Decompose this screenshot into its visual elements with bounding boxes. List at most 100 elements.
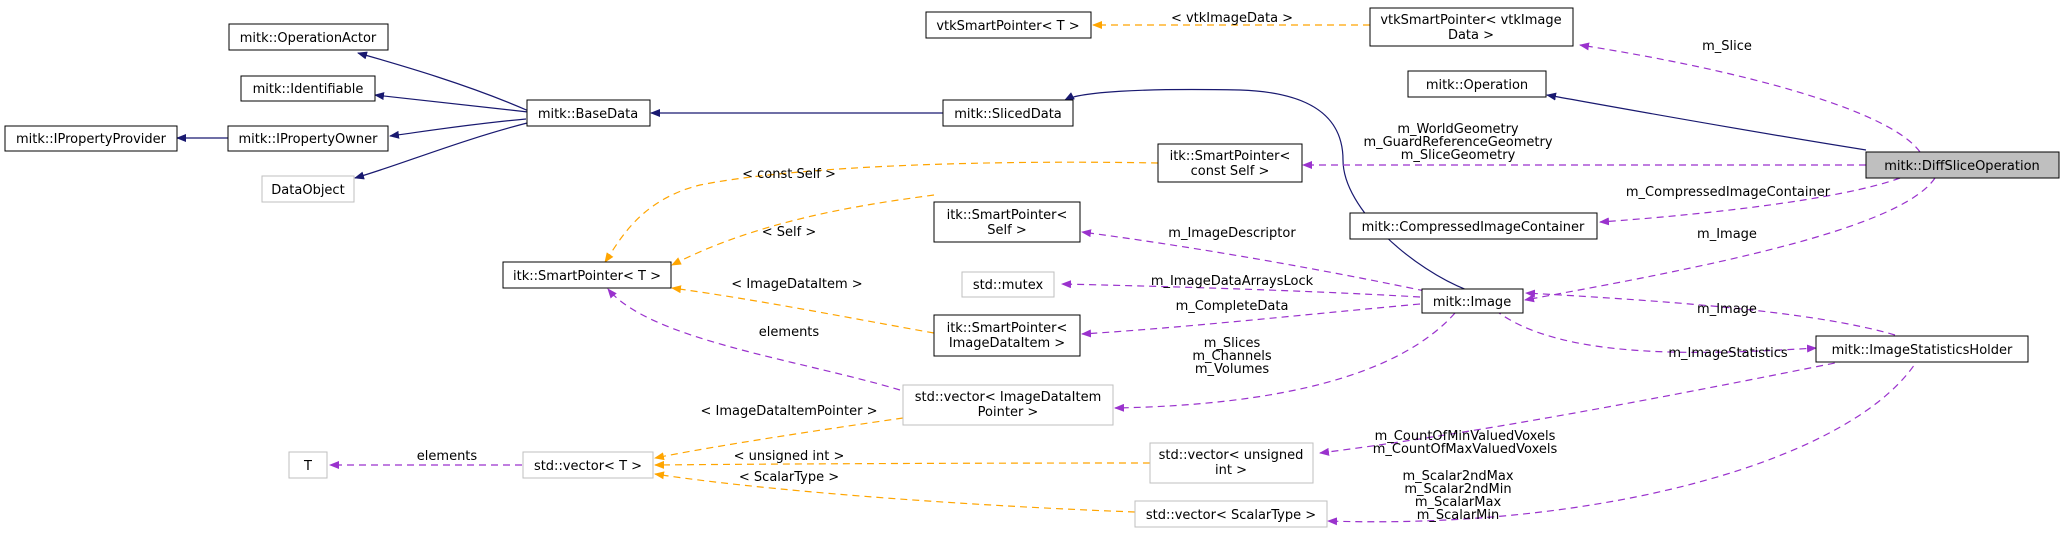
edge-m-scalar — [1327, 355, 1921, 526]
nodes: mitk::DiffSliceOperation vtkSmartPointer… — [4, 7, 2060, 528]
label-scalar-min: m_ScalarMin — [1417, 508, 1500, 523]
node-mitk-basedata[interactable]: mitk::BaseData — [526, 99, 651, 127]
label-scalartype: < ScalarType > — [739, 470, 839, 485]
node-mitk-image[interactable]: mitk::Image — [1421, 288, 1524, 314]
node-itk-smartpointer-self-label-2: Self > — [987, 223, 1026, 238]
node-itk-smartpointer-imagedataitem-label-2: ImageDataItem > — [949, 336, 1065, 351]
node-mitk-operation-actor-label: mitk::OperationActor — [240, 31, 377, 46]
edge-m-compressed — [1599, 177, 1901, 226]
node-std-vector-scalartype-label: std::vector< ScalarType > — [1146, 508, 1316, 523]
edge-scalartype — [654, 471, 1136, 513]
edge-labels: m_Slice < vtkImageData > m_WorldGeometry… — [417, 11, 1831, 523]
label-m-imagedescriptor: m_ImageDescriptor — [1168, 226, 1296, 241]
edge-self — [671, 194, 935, 266]
node-std-mutex-label: std::mutex — [973, 278, 1044, 293]
node-itk-smartpointer-t-label: itk::SmartPointer< T > — [513, 269, 661, 284]
node-itk-smartpointer-const-self-label-1: itk::SmartPointer< — [1170, 149, 1291, 164]
node-itk-smartpointer-self-label-1: itk::SmartPointer< — [947, 208, 1068, 223]
node-mitk-basedata-label: mitk::BaseData — [538, 107, 638, 122]
edge-m-slice — [1579, 42, 1921, 153]
edge-operation-diffslice — [1546, 92, 1867, 151]
label-m-slices: m_Slices — [1204, 336, 1261, 351]
node-mitk-operation-label: mitk::Operation — [1426, 78, 1528, 93]
node-std-vector-unsigned-int-label-2: int > — [1215, 463, 1247, 478]
node-itk-smartpointer-imagedataitem-label-1: itk::SmartPointer< — [947, 321, 1068, 336]
edge-ipropowner-basedata — [389, 118, 527, 139]
label-vtkimagedata: < vtkImageData > — [1171, 11, 1293, 26]
node-vtk-smartpointer-vtkimagedata-label-1: vtkSmartPointer< vtkImage — [1380, 13, 1561, 28]
node-mitk-operation[interactable]: mitk::Operation — [1407, 70, 1547, 98]
edge-dataobject-basedata — [354, 121, 532, 180]
node-diffslice-operation-label: mitk::DiffSliceOperation — [1884, 159, 2040, 174]
label-imagedataitem: < ImageDataItem > — [731, 277, 862, 292]
node-std-vector-t-label: std::vector< T > — [534, 459, 642, 474]
label-m-slice: m_Slice — [1702, 39, 1752, 54]
edge-m-imagedescriptor — [1081, 229, 1426, 292]
node-std-vector-unsigned-int[interactable]: std::vector< unsigned int > — [1149, 442, 1314, 484]
edge-m-count — [1319, 355, 1871, 456]
edge-image-sliceddata — [1064, 88, 1468, 291]
label-self: < Self > — [762, 225, 817, 240]
label-m-compressed: m_CompressedImageContainer — [1626, 185, 1831, 200]
label-count-max: m_CountOfMaxValuedVoxels — [1373, 442, 1558, 457]
node-itk-smartpointer-t[interactable]: itk::SmartPointer< T > — [502, 261, 672, 289]
edge-imagedataitem — [671, 285, 935, 334]
label-scalar-2ndmin: m_Scalar2ndMin — [1404, 482, 1511, 497]
label-idip: < ImageDataItemPointer > — [700, 404, 877, 419]
label-m-image-diffslice: m_Image — [1697, 227, 1757, 242]
label-scalar-2ndmax: m_Scalar2ndMax — [1402, 469, 1513, 484]
node-mitk-identifiable[interactable]: mitk::Identifiable — [240, 75, 376, 102]
node-mitk-compressed-image-container-label: mitk::CompressedImageContainer — [1362, 220, 1585, 235]
node-itk-smartpointer-const-self-label-2: const Self > — [1191, 164, 1270, 179]
node-dataobject-label: DataObject — [271, 183, 344, 198]
node-std-vector-scalartype[interactable]: std::vector< ScalarType > — [1134, 500, 1328, 528]
label-const-self: < const Self > — [742, 167, 836, 182]
edges — [176, 21, 1936, 526]
edge-m-image-diffslice — [1524, 177, 1936, 303]
node-mitk-image-statistics-holder-label: mitk::ImageStatisticsHolder — [1832, 343, 2013, 358]
node-std-vector-imagedataitempointer-label-2: Pointer > — [978, 405, 1039, 420]
node-t[interactable]: T — [288, 451, 328, 479]
label-guard-geometry: m_GuardReferenceGeometry — [1363, 135, 1552, 150]
label-scalar-max: m_ScalarMax — [1415, 495, 1502, 510]
label-m-imagestatistics: m_ImageStatistics — [1668, 346, 1788, 361]
node-mitk-ipropertyprovider-label: mitk::IPropertyProvider — [16, 132, 167, 147]
edge-m-slices — [1114, 312, 1456, 412]
node-mitk-ipropertyowner[interactable]: mitk::IPropertyOwner — [227, 125, 389, 152]
node-std-vector-imagedataitempointer[interactable]: std::vector< ImageDataItem Pointer > — [902, 384, 1114, 426]
node-mitk-sliceddata[interactable]: mitk::SlicedData — [942, 99, 1074, 127]
edge-uint — [654, 460, 1151, 469]
edge-elements-vecidip — [607, 288, 901, 391]
node-itk-smartpointer-imagedataitem[interactable]: itk::SmartPointer< ImageDataItem > — [933, 314, 1081, 357]
node-itk-smartpointer-const-self[interactable]: itk::SmartPointer< const Self > — [1157, 143, 1303, 183]
label-m-completedata: m_CompleteData — [1176, 299, 1289, 314]
node-mitk-operation-actor[interactable]: mitk::OperationActor — [228, 23, 389, 51]
node-std-vector-unsigned-int-label-1: std::vector< unsigned — [1159, 448, 1304, 463]
label-m-volumes: m_Volumes — [1195, 362, 1270, 377]
node-itk-smartpointer-self[interactable]: itk::SmartPointer< Self > — [933, 201, 1081, 243]
node-dataobject[interactable]: DataObject — [261, 175, 355, 203]
node-std-mutex[interactable]: std::mutex — [961, 271, 1055, 298]
node-vtk-smartpointer-vtkimagedata-label-2: Data > — [1448, 28, 1494, 43]
label-slice-geometry: m_SliceGeometry — [1401, 148, 1516, 163]
node-t-label: T — [303, 459, 312, 474]
label-m-image-stats: m_Image — [1697, 302, 1757, 317]
node-mitk-compressed-image-container[interactable]: mitk::CompressedImageContainer — [1349, 212, 1598, 240]
edge-m-imagestatistics — [1494, 309, 1817, 353]
label-elements-2: elements — [417, 449, 478, 464]
node-mitk-ipropertyowner-label: mitk::IPropertyOwner — [239, 132, 379, 147]
edge-identifiable-basedata — [374, 92, 529, 113]
label-world-geometry: m_WorldGeometry — [1397, 122, 1519, 137]
edge-idip — [654, 417, 904, 461]
label-elements-1: elements — [759, 325, 820, 340]
node-std-vector-t[interactable]: std::vector< T > — [522, 451, 654, 479]
label-count-min: m_CountOfMinValuedVoxels — [1375, 429, 1556, 444]
node-mitk-sliceddata-label: mitk::SlicedData — [954, 107, 1062, 122]
node-std-vector-imagedataitempointer-label-1: std::vector< ImageDataItem — [915, 390, 1102, 405]
node-vtk-smartpointer-t[interactable]: vtkSmartPointer< T > — [925, 11, 1092, 39]
node-diffslice-operation[interactable]: mitk::DiffSliceOperation — [1865, 151, 2060, 179]
node-mitk-image-statistics-holder[interactable]: mitk::ImageStatisticsHolder — [1815, 335, 2029, 363]
node-mitk-ipropertyprovider[interactable]: mitk::IPropertyProvider — [4, 125, 178, 152]
label-m-channels: m_Channels — [1192, 349, 1272, 364]
node-vtk-smartpointer-vtkimagedata[interactable]: vtkSmartPointer< vtkImage Data > — [1369, 7, 1574, 47]
